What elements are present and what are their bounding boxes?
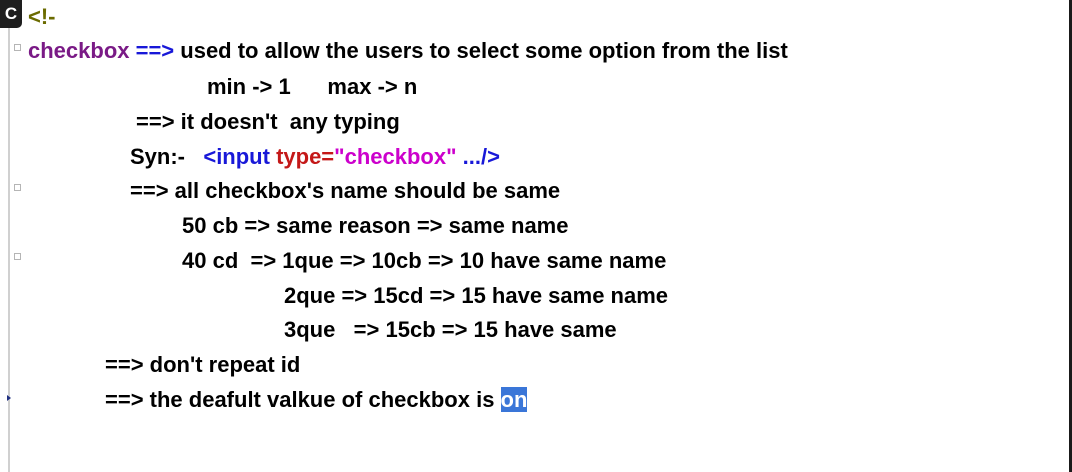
- code-line-8[interactable]: 40 cd => 1que => 10cb => 10 have same na…: [182, 247, 666, 275]
- code-line-7[interactable]: 50 cb => same reason => same name: [182, 212, 568, 240]
- arrow-token: ==>: [129, 38, 175, 63]
- line-text: 2que => 15cd => 15 have same name: [284, 283, 669, 308]
- fold-toggle-icon[interactable]: [14, 44, 21, 51]
- line-text: 40 cd => 1que => 10cb => 10 have same na…: [182, 248, 667, 273]
- code-line-1[interactable]: <!-: [28, 3, 56, 31]
- attribute-name: type=: [269, 144, 335, 169]
- selected-text[interactable]: on: [500, 387, 528, 412]
- file-tab[interactable]: C: [0, 0, 22, 28]
- fold-toggle-icon[interactable]: [14, 253, 21, 260]
- tag-close: .../>: [456, 144, 500, 169]
- fold-toggle-icon[interactable]: [14, 184, 21, 191]
- line-text: min -> 1 max -> n: [207, 74, 418, 99]
- editor-gutter: [8, 0, 10, 472]
- line-text: 3que => 15cb => 15 have same: [284, 317, 617, 342]
- attribute-value: "checkbox": [334, 144, 457, 169]
- window-border: [1069, 0, 1072, 472]
- line-text: ==> don't repeat id: [105, 352, 301, 377]
- code-line-12[interactable]: ==> the deafult valkue of checkbox is on: [105, 386, 528, 414]
- code-line-2[interactable]: checkbox ==> used to allow the users to …: [28, 37, 788, 65]
- caret-marker-icon: [7, 395, 11, 401]
- line-text: 50 cb => same reason => same name: [182, 213, 569, 238]
- syntax-label: Syn:-: [130, 144, 204, 169]
- code-line-10[interactable]: 3que => 15cb => 15 have same: [284, 316, 617, 344]
- code-line-4[interactable]: ==> it doesn't any typing: [136, 108, 400, 136]
- tag-open: <input: [203, 144, 270, 169]
- line-text: ==> the deafult valkue of checkbox is: [105, 387, 501, 412]
- keyword-checkbox: checkbox: [28, 38, 130, 63]
- comment-open: <!-: [28, 4, 56, 29]
- code-line-9[interactable]: 2que => 15cd => 15 have same name: [284, 282, 668, 310]
- code-line-5[interactable]: Syn:- <input type="checkbox" .../>: [130, 143, 500, 171]
- line-text: used to allow the users to select some o…: [174, 38, 788, 63]
- code-line-3[interactable]: min -> 1 max -> n: [207, 73, 417, 101]
- line-text: ==> all checkbox's name should be same: [130, 178, 561, 203]
- code-line-11[interactable]: ==> don't repeat id: [105, 351, 300, 379]
- code-line-6[interactable]: ==> all checkbox's name should be same: [130, 177, 560, 205]
- line-text: ==> it doesn't any typing: [136, 109, 400, 134]
